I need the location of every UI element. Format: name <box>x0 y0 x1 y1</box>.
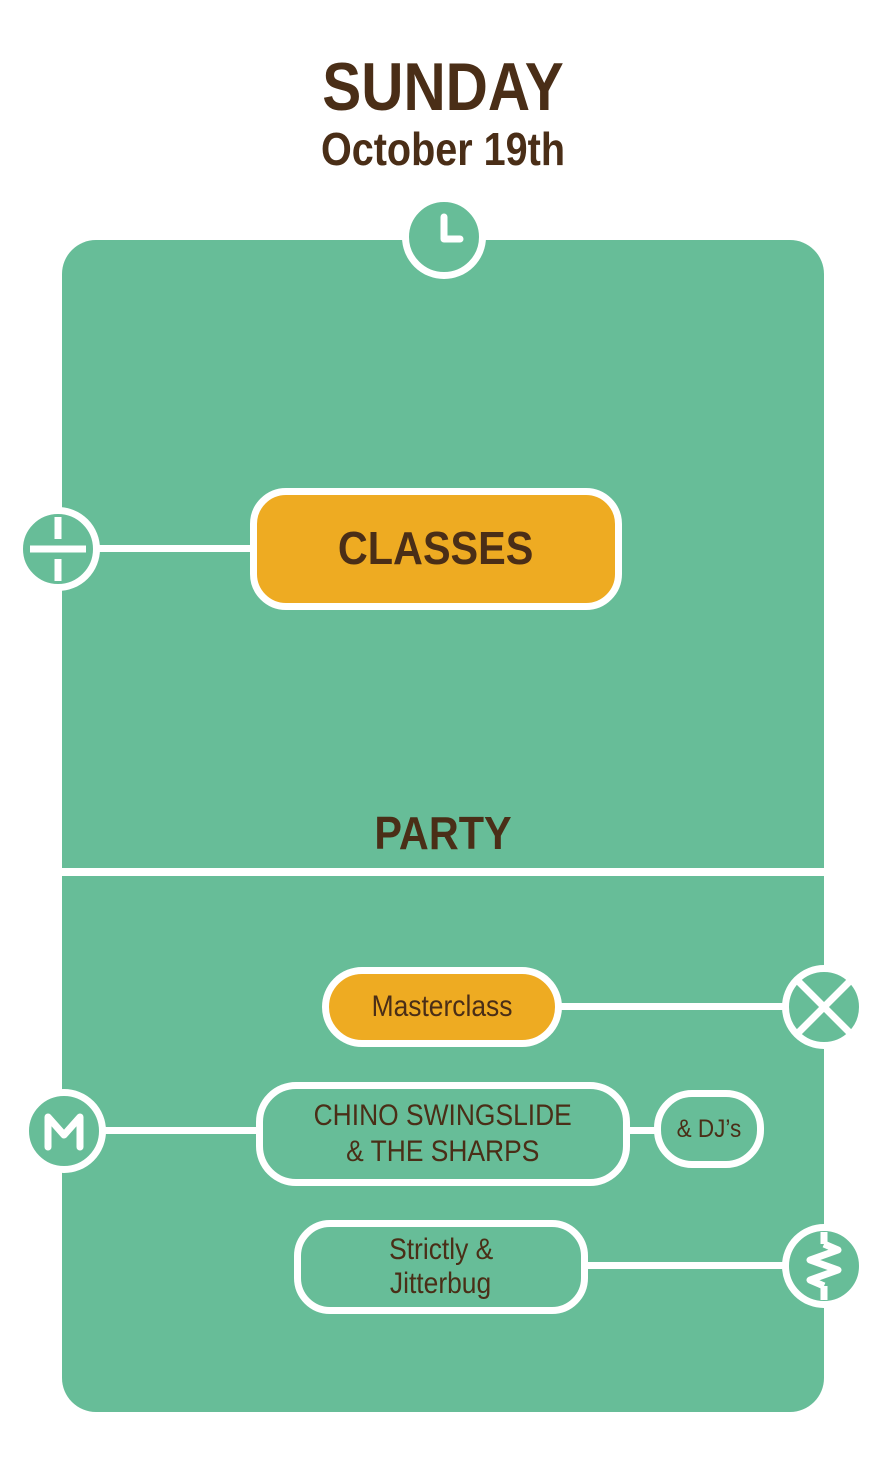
masterclass-label: Masterclass <box>371 990 513 1023</box>
party-heading: PARTY <box>374 807 512 859</box>
classes-connector <box>90 545 260 552</box>
djs-label: & DJ’s <box>676 1115 742 1143</box>
m-icon <box>22 1089 106 1173</box>
band-box[interactable]: CHINO SWINGSLIDE & THE SHARPS <box>256 1082 630 1186</box>
venue-line1: Strictly & <box>388 1232 494 1266</box>
djs-box[interactable]: & DJ’s <box>654 1090 764 1168</box>
day-title: SUNDAY <box>322 49 564 125</box>
djs-connector <box>624 1127 664 1134</box>
date-subtitle: October 19th <box>320 123 565 175</box>
spring-icon <box>782 1224 866 1308</box>
masterclass-button[interactable]: Masterclass <box>322 967 562 1047</box>
split-circle-icon <box>16 507 100 591</box>
clock-icon <box>402 195 486 279</box>
band-connector <box>96 1127 266 1134</box>
band-line2: & THE SHARPS <box>346 1135 540 1168</box>
venue-box[interactable]: Strictly & Jitterbug <box>294 1220 588 1314</box>
venue-connector <box>580 1262 800 1269</box>
cross-icon <box>782 965 866 1049</box>
classes-label: CLASSES <box>338 522 534 575</box>
masterclass-connector <box>550 1003 800 1010</box>
venue-line2: Jitterbug <box>390 1267 492 1300</box>
band-line1: CHINO SWINGSLIDE <box>313 1099 573 1132</box>
classes-button[interactable]: CLASSES <box>250 488 622 610</box>
schedule-panel <box>62 240 824 1412</box>
panel-divider <box>62 868 824 876</box>
